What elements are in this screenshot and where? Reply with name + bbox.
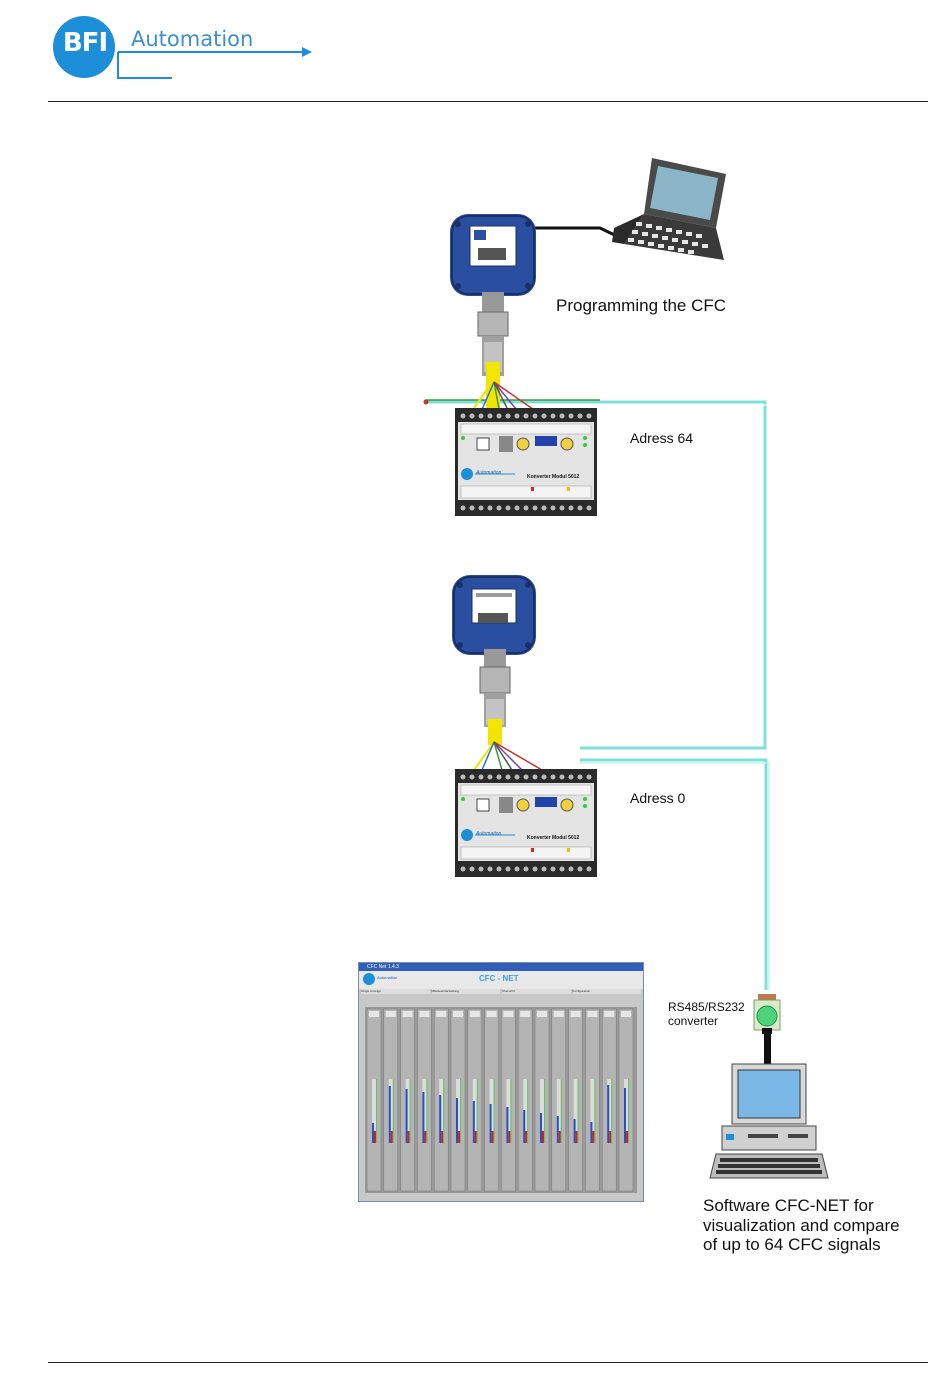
sensor-bottom-wires <box>473 741 543 771</box>
label-programming: Programming the CFC <box>556 296 727 315</box>
rs485-converter <box>752 994 782 1034</box>
software-header <box>359 971 643 989</box>
logo-mark: BFI <box>62 28 108 58</box>
software-window-title: CFC Net 1.4.3 <box>367 964 399 970</box>
software-tab-1[interactable]: Single Anzeige <box>361 989 430 994</box>
module-bottom-title: Konverter Modul 5012 <box>527 835 580 841</box>
software-channels <box>365 1007 637 1193</box>
software-titlebar <box>359 963 643 971</box>
footer-divider <box>48 1362 928 1363</box>
software-tab-3[interactable]: Übersicht <box>502 989 571 994</box>
label-address-top: Adress 64 <box>630 430 694 446</box>
sensor-bottom <box>450 573 540 745</box>
label-address-bottom: Adress 0 <box>630 790 686 806</box>
software-title: CFC - NET <box>479 974 519 983</box>
converter-module-top <box>455 408 597 516</box>
laptop <box>612 156 730 274</box>
logo <box>52 14 312 82</box>
software-logo-icon <box>363 973 375 985</box>
header-divider <box>48 101 928 102</box>
software-tab-2[interactable]: Mittelwertdarstellung <box>431 989 500 994</box>
module-top-brand: Automation <box>476 470 502 476</box>
desktop-pc <box>708 1062 830 1182</box>
software-screenshot: CFC Net 1.4.3 Automation CFC - NET Singl… <box>358 962 644 1202</box>
software-tabs: Single Anzeige Mittelwertdarstellung Übe… <box>361 989 641 994</box>
module-bottom-brand: Automation <box>476 831 502 837</box>
software-tab-4[interactable]: Konfiguration <box>572 989 641 994</box>
converter-module-bottom <box>455 769 597 877</box>
sensor-top <box>448 212 538 412</box>
module-top-title: Konverter Modul 5012 <box>527 474 580 480</box>
brand-name: Automation <box>131 27 254 51</box>
software-brand: Automation <box>377 975 398 980</box>
label-converter: RS485/RS232 converter <box>668 1000 745 1028</box>
label-software: Software CFC-NET for visualization and c… <box>703 1196 900 1254</box>
